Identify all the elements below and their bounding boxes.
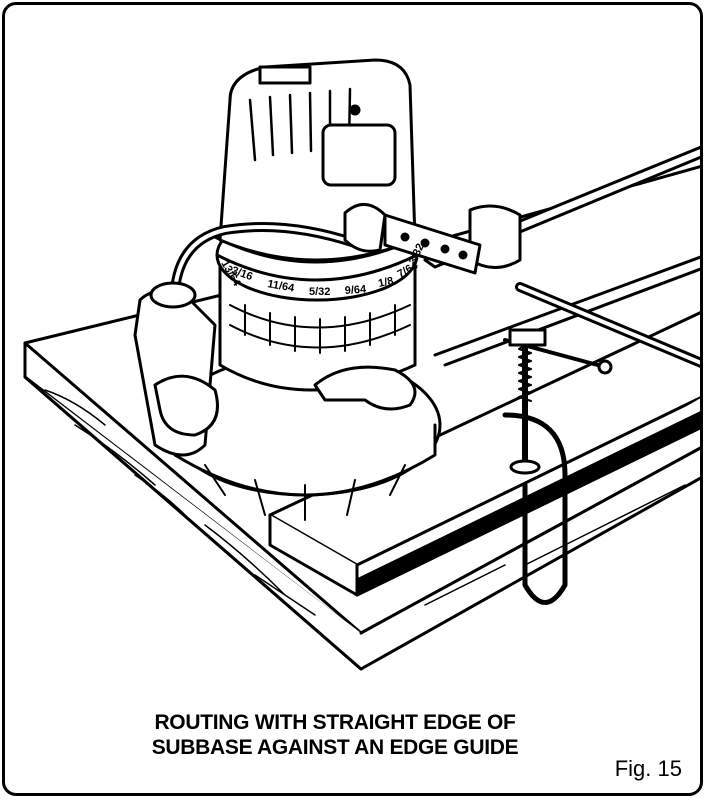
router-illustration: 13/64 3/16 11/64 5/32 9/64 1/8 7/64 3/32 — [23, 58, 700, 671]
scale-mark-1-8: 1/8 — [377, 275, 394, 290]
scale-mark-9-64: 9/64 — [344, 283, 367, 297]
scale-mark-11-64: 11/64 — [266, 278, 295, 295]
c-clamp — [502, 328, 613, 605]
power-cord — [170, 222, 700, 368]
caption-line-1: ROUTING WITH STRAIGHT EDGE OF — [154, 711, 516, 734]
router-base — [168, 353, 442, 521]
figure-number: Fig. 15 — [614, 756, 682, 781]
locking-lever — [313, 365, 417, 411]
caption-line-2: SUBBASE AGAINST AN EDGE GUIDE — [151, 736, 519, 759]
scale-mark-5-32: 5/32 — [309, 286, 330, 298]
figure-caption: ROUTING WITH STRAIGHT EDGE OF SUBBASE AG… — [115, 710, 555, 760]
edge-guide-board — [268, 311, 700, 597]
left-handle — [133, 281, 219, 457]
right-handle — [343, 203, 522, 275]
